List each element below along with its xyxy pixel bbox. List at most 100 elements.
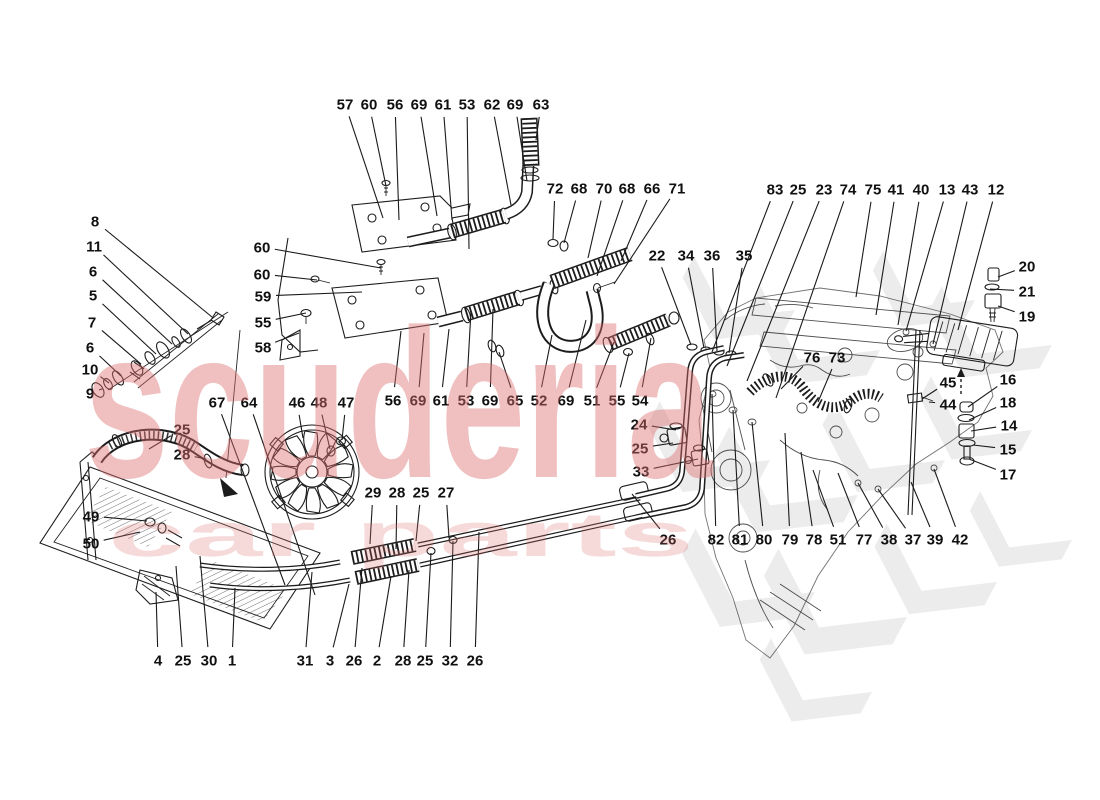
callout-26: 26 <box>467 653 484 670</box>
leader-line-17 <box>968 458 997 470</box>
callout-1: 1 <box>228 653 236 670</box>
callout-69: 69 <box>558 393 575 410</box>
cooling-fan <box>264 424 360 520</box>
callout-14: 14 <box>1001 418 1018 435</box>
callout-63: 63 <box>533 97 550 114</box>
leader-line-60 <box>371 116 387 187</box>
callout-76: 76 <box>804 350 821 367</box>
leader-line-64 <box>252 414 316 596</box>
callout-26: 26 <box>346 653 363 670</box>
callout-65: 65 <box>507 393 524 410</box>
callout-36: 36 <box>704 248 721 265</box>
leader-line-16 <box>967 386 998 408</box>
leader-line-61 <box>441 328 450 388</box>
leader-line-69 <box>516 116 528 182</box>
callout-52: 52 <box>531 393 548 410</box>
leader-line-48 <box>321 414 331 450</box>
leader-line-24 <box>651 425 677 431</box>
callout-69: 69 <box>411 97 428 114</box>
callout-71: 71 <box>669 181 686 198</box>
leader-line-8 <box>104 228 213 318</box>
callout-54: 54 <box>632 393 649 410</box>
callout-44: 44 <box>940 397 957 414</box>
callout-81: 81 <box>732 532 749 549</box>
leader-line-42 <box>933 468 956 528</box>
callout-74: 74 <box>840 182 857 199</box>
leader-line-51 <box>596 341 615 389</box>
engine-hose <box>745 370 885 414</box>
callout-11: 11 <box>86 239 102 256</box>
leader-line-22 <box>661 266 692 346</box>
leader-line-54 <box>641 337 652 388</box>
callout-41: 41 <box>888 182 905 199</box>
leader-line-36 <box>712 267 718 352</box>
callout-25: 25 <box>790 182 807 199</box>
leader-line-14 <box>970 426 997 432</box>
leader-line-79 <box>784 432 790 527</box>
leader-line-6 <box>102 279 173 345</box>
leader-line-69 <box>568 319 587 388</box>
callout-35: 35 <box>736 248 753 265</box>
leader-line-12 <box>957 201 994 331</box>
callout-46: 46 <box>289 395 306 412</box>
callout-28: 28 <box>389 485 406 502</box>
leader-line-51 <box>812 469 835 527</box>
leader-line-26 <box>631 493 661 530</box>
callout-56: 56 <box>387 97 404 114</box>
leader-line-56 <box>393 330 402 388</box>
callout-80: 80 <box>756 532 773 549</box>
leader-line-76 <box>780 365 804 390</box>
leader-line-70 <box>587 200 602 259</box>
leader-line-28 <box>403 569 410 648</box>
leader-line-63 <box>535 116 540 141</box>
callout-50: 50 <box>83 536 100 553</box>
callout-67: 67 <box>209 395 226 412</box>
leader-line-39 <box>910 481 931 528</box>
leader-line-46 <box>298 414 304 439</box>
callout-82: 82 <box>708 532 725 549</box>
callout-69: 69 <box>482 393 499 410</box>
leader-line-6 <box>99 355 122 377</box>
leader-line-43 <box>932 201 968 345</box>
callout-28: 28 <box>395 653 412 670</box>
callout-60: 60 <box>254 240 271 257</box>
callout-62: 62 <box>484 97 501 114</box>
leader-line-25 <box>175 565 183 648</box>
leader-line-4 <box>155 591 159 648</box>
callout-31: 31 <box>297 653 314 670</box>
leader-line-25 <box>415 504 421 542</box>
leader-line-25 <box>652 442 674 447</box>
callout-33: 33 <box>633 464 650 481</box>
callout-30: 30 <box>201 653 218 670</box>
leader-line-21 <box>989 288 1015 291</box>
callout-59: 59 <box>255 289 272 306</box>
leader-line-68 <box>596 200 624 277</box>
radiator <box>39 451 321 630</box>
callout-25: 25 <box>175 653 192 670</box>
callout-61: 61 <box>435 97 452 114</box>
leader-line-26 <box>354 567 363 648</box>
radiator-hose-top <box>91 428 250 477</box>
callout-27: 27 <box>438 485 455 502</box>
leader-line-61 <box>443 116 453 221</box>
leader-line-58 <box>274 332 300 343</box>
callout-64: 64 <box>241 395 258 412</box>
washer-stack <box>91 311 241 497</box>
callout-22: 22 <box>649 248 666 265</box>
callout-53: 53 <box>459 97 476 114</box>
leader-line-5 <box>102 303 157 355</box>
callout-23: 23 <box>816 182 833 199</box>
callout-61: 61 <box>433 393 450 410</box>
leader-line-59 <box>275 291 363 297</box>
leader-line-75 <box>855 201 872 298</box>
dipstick-tube <box>906 329 965 516</box>
callout-12: 12 <box>988 182 1005 199</box>
leader-line-32 <box>449 540 454 648</box>
callout-75: 75 <box>865 182 882 199</box>
callout-32: 32 <box>442 653 459 670</box>
leader-line-55 <box>275 312 307 320</box>
leader-line-77 <box>837 472 860 528</box>
leader-line-44 <box>928 401 936 404</box>
leader-line-20 <box>997 270 1016 278</box>
callout-51: 51 <box>584 393 601 410</box>
